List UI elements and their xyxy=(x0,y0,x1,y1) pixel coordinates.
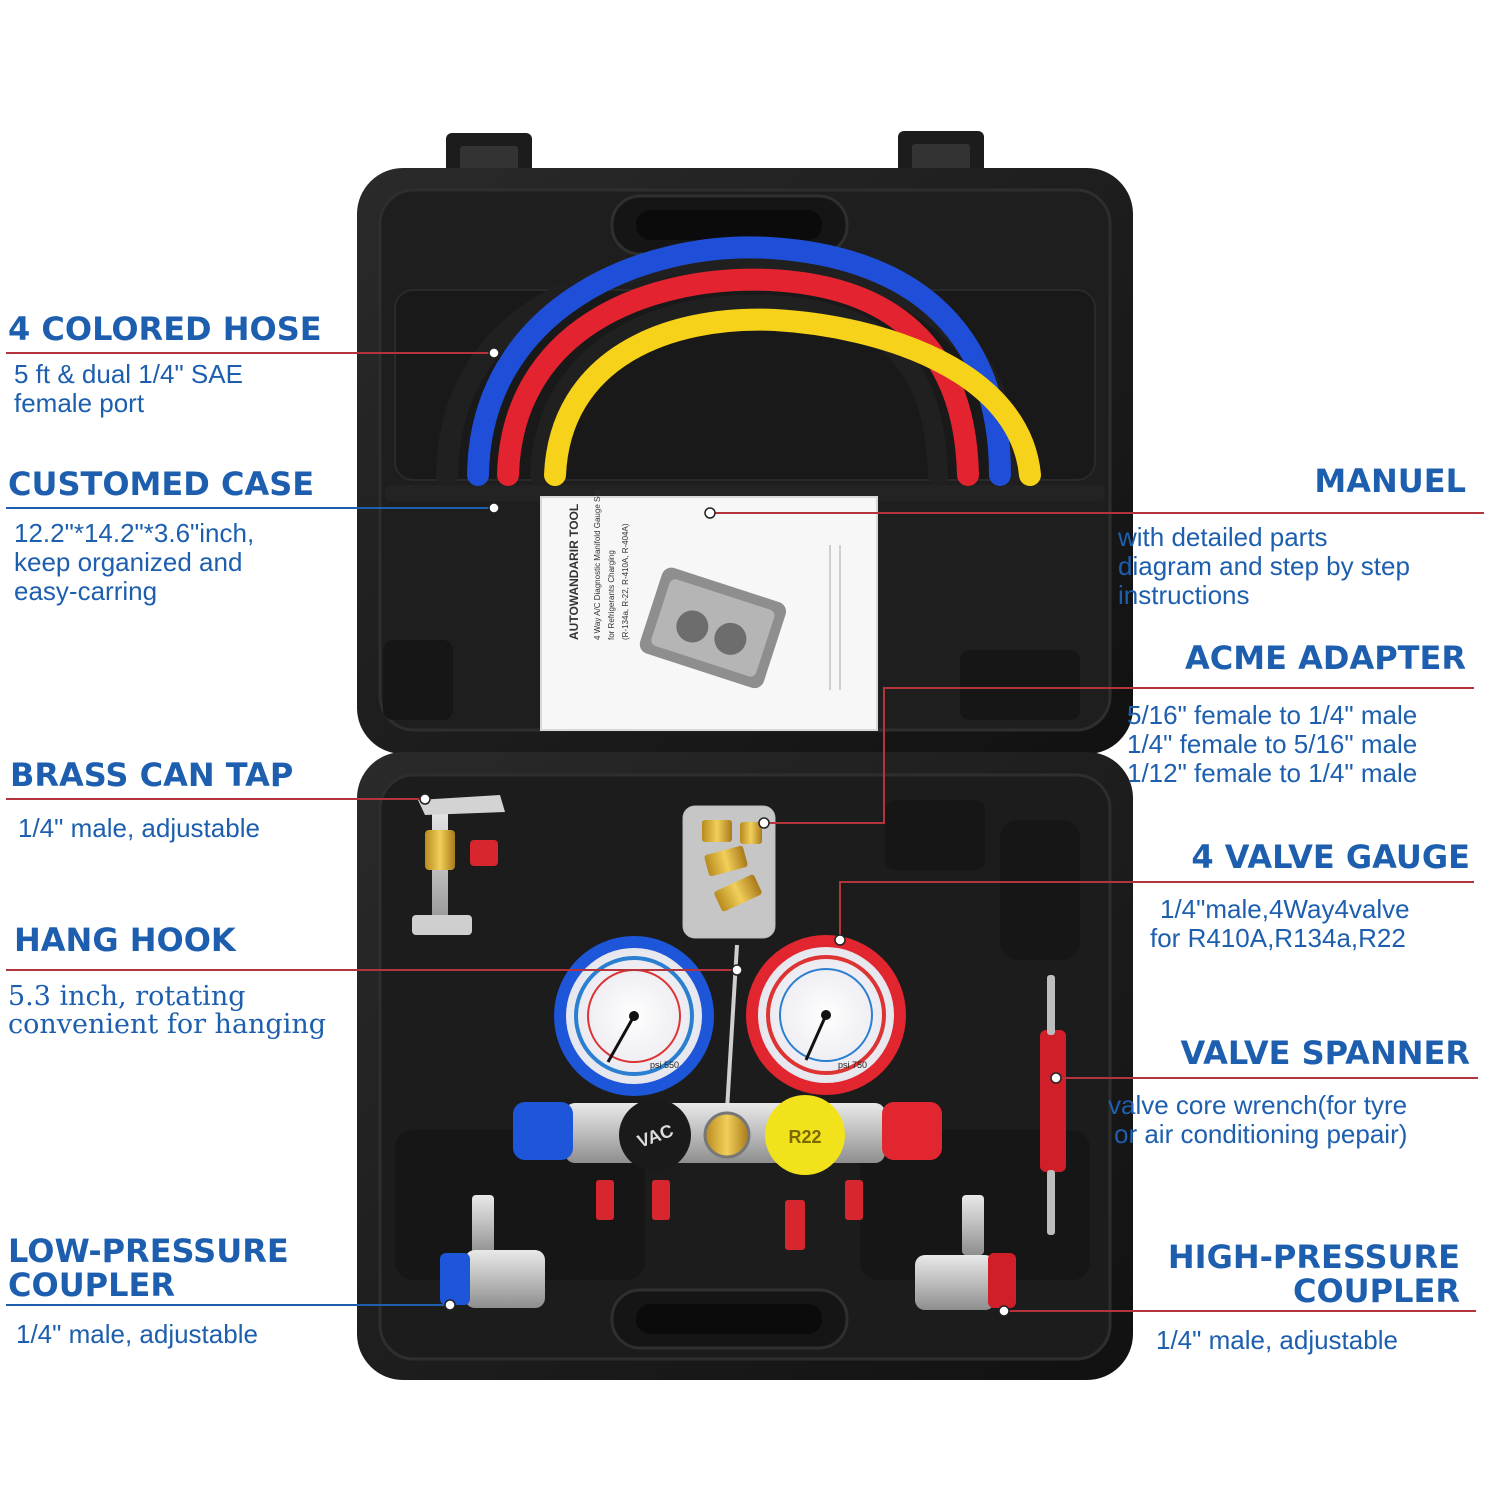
manual-booklet: AUTOWANDARIR TOOL 4 Way A/C Diagnostic M… xyxy=(540,489,878,731)
callout-valve-spanner: VALVE SPANNER xyxy=(1181,1036,1471,1070)
callout-desc: 1/4"male,4Way4valve for R410A,R134a,R22 xyxy=(1150,895,1410,953)
manual-line-3: (R-134a, R-22, R-410A, R-404A) xyxy=(621,523,630,640)
brass-can-tap xyxy=(412,795,505,935)
callout-desc: valve core wrench(for tyre or air condit… xyxy=(1108,1091,1407,1149)
callout-desc-line: or air conditioning pepair) xyxy=(1114,1119,1408,1149)
manifold-body: VAC R22 xyxy=(513,1095,942,1250)
manual-brand: AUTOWANDARIR TOOL xyxy=(567,504,581,640)
callout-desc: 5.3 inch, rotating convenient for hangin… xyxy=(8,983,326,1039)
r22-knob-label: R22 xyxy=(788,1127,821,1147)
callout-title: HANG HOOK xyxy=(14,921,236,959)
callout-customed-case: CUSTOMED CASE 12.2"*14.2"*3.6"inch, keep… xyxy=(8,467,314,606)
valve-spanner xyxy=(1040,975,1066,1235)
callout-desc-line: convenient for hanging xyxy=(8,1009,327,1040)
low-gauge-label: psi 550 xyxy=(650,1060,679,1070)
callout-desc-line: with detailed parts xyxy=(1118,522,1328,552)
callout-4-valve-gauge-desc: 1/4"male,4Way4valve for R410A,R134a,R22 xyxy=(1150,895,1410,953)
callout-desc-line: 1/4" male, adjustable xyxy=(16,1319,258,1349)
callout-title: MANUEL xyxy=(1314,462,1466,500)
callout-title-line: HIGH-PRESSURE xyxy=(1167,1238,1460,1276)
callout-desc-line: 1/4" male, adjustable xyxy=(1156,1325,1398,1355)
callout-title: 4 VALVE GAUGE xyxy=(1191,838,1470,876)
manual-line-1: 4 Way A/C Diagnostic Manifold Gauge Set xyxy=(593,489,602,640)
callout-desc: 1/4" male, adjustable xyxy=(18,814,293,843)
callout-acme-adapter-desc: 5/16" female to 1/4" male 1/4" female to… xyxy=(1127,701,1417,788)
low-pressure-coupler xyxy=(440,1195,545,1308)
callout-4-valve-gauge: 4 VALVE GAUGE xyxy=(1191,840,1470,874)
callout-title: ACME ADAPTER xyxy=(1185,639,1466,677)
callout-desc-line: for R410A,R134a,R22 xyxy=(1150,923,1406,953)
callout-title: BRASS CAN TAP xyxy=(10,756,294,794)
callout-desc-line: 12.2"*14.2"*3.6"inch, xyxy=(14,518,255,548)
callout-desc: 5 ft & dual 1/4" SAE female port xyxy=(14,360,322,418)
callout-colored-hose: 4 COLORED HOSE 5 ft & dual 1/4" SAE fema… xyxy=(8,312,322,418)
manual-line-2: for Refrigerants Charging xyxy=(607,550,616,640)
callout-desc-line: 1/4" female to 5/16" male xyxy=(1127,729,1418,759)
callout-desc-line: 5 ft & dual 1/4" SAE xyxy=(14,359,243,389)
high-pressure-gauge: psi 750 xyxy=(746,935,906,1095)
callout-title: 4 COLORED HOSE xyxy=(8,310,322,348)
callout-manuel-desc: with detailed parts diagram and step by … xyxy=(1118,523,1410,610)
manual-fine-print xyxy=(829,545,841,690)
callout-desc: 5/16" female to 1/4" male 1/4" female to… xyxy=(1127,701,1417,788)
case-body xyxy=(357,752,1133,1380)
callout-desc: 1/4" male, adjustable xyxy=(1156,1326,1398,1355)
acme-adapter-box xyxy=(682,805,776,939)
high-pressure-coupler xyxy=(915,1195,1016,1310)
callout-desc-line: easy-carring xyxy=(14,576,158,606)
callout-desc-line: valve core wrench(for tyre xyxy=(1108,1090,1408,1120)
callout-desc: 12.2"*14.2"*3.6"inch, keep organized and… xyxy=(14,519,314,606)
leader-dots xyxy=(419,347,1062,1317)
callout-desc-line: 1/4"male,4Way4valve xyxy=(1160,894,1410,924)
callout-desc-line: keep organized and xyxy=(14,547,243,577)
callout-title: LOW-PRESSURE COUPLER xyxy=(8,1234,289,1302)
low-pressure-gauge: psi 550 xyxy=(554,936,714,1096)
callout-title-line: COUPLER xyxy=(1292,1272,1460,1310)
callout-hang-hook: HANG HOOK 5.3 inch, rotating convenient … xyxy=(8,921,326,1039)
callout-desc-line: 1/12" female to 1/4" male xyxy=(1127,758,1418,788)
callout-title: CUSTOMED CASE xyxy=(8,465,315,503)
callout-desc-line: female port xyxy=(14,388,145,418)
callout-title: VALVE SPANNER xyxy=(1180,1034,1471,1072)
callout-desc-line: 5.3 inch, rotating xyxy=(8,981,246,1012)
callout-acme-adapter: ACME ADAPTER xyxy=(1185,641,1466,675)
callout-high-pressure-coupler: HIGH-PRESSURE COUPLER xyxy=(1168,1240,1460,1308)
callout-desc: with detailed parts diagram and step by … xyxy=(1118,523,1410,610)
callout-desc-line: 1/4" male, adjustable xyxy=(18,813,260,843)
callout-title-line: COUPLER xyxy=(8,1266,176,1304)
callout-brass-can-tap: BRASS CAN TAP 1/4" male, adjustable xyxy=(10,758,293,843)
callout-desc-line: instructions xyxy=(1118,580,1250,610)
callout-valve-spanner-desc: valve core wrench(for tyre or air condit… xyxy=(1108,1091,1407,1149)
callout-desc-line: 5/16" female to 1/4" male xyxy=(1127,700,1418,730)
callout-title: HIGH-PRESSURE COUPLER xyxy=(1168,1240,1460,1308)
callout-title-line: LOW-PRESSURE xyxy=(8,1232,289,1270)
high-gauge-label: psi 750 xyxy=(838,1060,867,1070)
callout-manuel: MANUEL xyxy=(1314,464,1466,498)
callout-desc: 1/4" male, adjustable xyxy=(16,1320,289,1349)
callout-desc-line: diagram and step by step xyxy=(1118,551,1410,581)
manual-case-thumbnail xyxy=(639,567,787,689)
callout-low-pressure-coupler: LOW-PRESSURE COUPLER 1/4" male, adjustab… xyxy=(8,1234,289,1349)
leader-lines xyxy=(6,352,1484,1312)
callout-high-pressure-coupler-desc: 1/4" male, adjustable xyxy=(1156,1326,1398,1355)
